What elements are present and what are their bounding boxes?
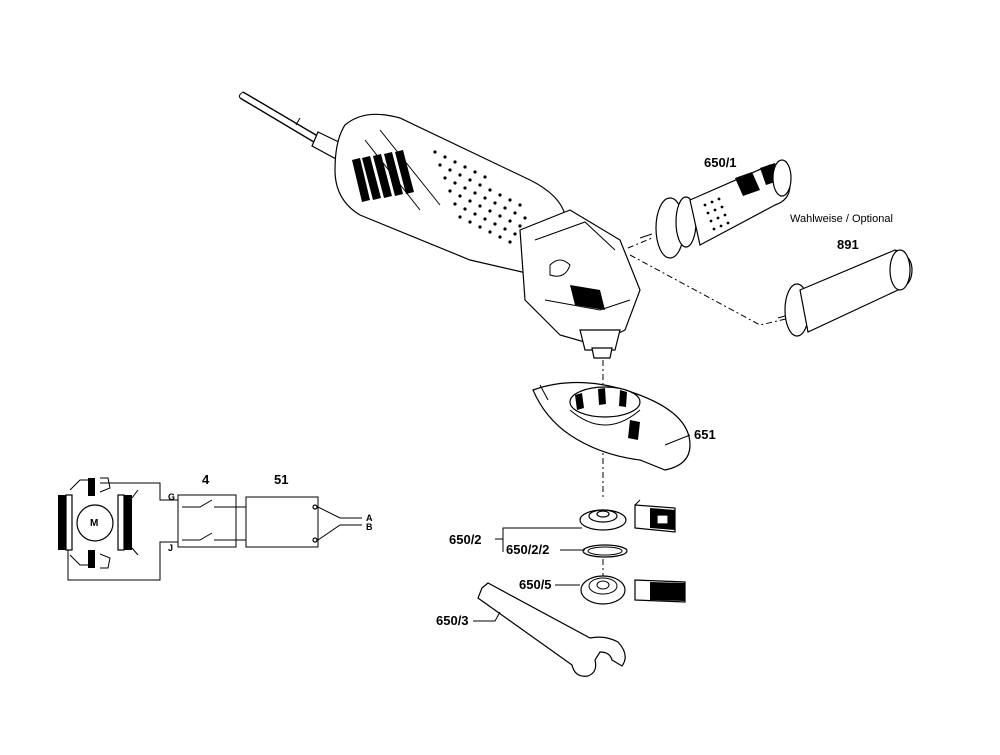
handle-grip-texture bbox=[703, 197, 730, 231]
optional-handle-891 bbox=[777, 249, 913, 337]
label-650-5: 650/5 bbox=[519, 577, 552, 592]
terminal-g-label: G bbox=[168, 492, 176, 502]
o-ring-650-2-2 bbox=[582, 544, 628, 558]
wheel-guard-651 bbox=[532, 381, 691, 471]
power-cord bbox=[238, 91, 346, 161]
label-650-3: 650/3 bbox=[436, 613, 469, 628]
terminal-a-label: A bbox=[366, 513, 373, 523]
label-4: 4 bbox=[202, 472, 210, 487]
auxiliary-handle-650-1 bbox=[639, 159, 792, 259]
label-650-1: 650/1 bbox=[704, 155, 737, 170]
spanner-wrench-650-3 bbox=[477, 582, 626, 677]
label-650-2: 650/2 bbox=[449, 532, 482, 547]
label-51: 51 bbox=[274, 472, 289, 487]
motor-symbol-label: M bbox=[90, 518, 99, 529]
clamping-nut-650-5 bbox=[580, 575, 686, 605]
mounting-flange-650-2 bbox=[579, 499, 676, 533]
angle-grinder bbox=[334, 113, 641, 359]
wiring-schematic bbox=[58, 477, 362, 581]
leader-lines bbox=[473, 434, 691, 622]
grip-texture bbox=[433, 150, 527, 244]
terminal-j-label: J bbox=[168, 543, 174, 553]
vent-slots bbox=[352, 150, 414, 202]
label-891: 891 bbox=[837, 237, 859, 252]
label-650-2-2: 650/2/2 bbox=[506, 542, 550, 557]
label-651: 651 bbox=[694, 427, 716, 442]
optional-note: Wahlweise / Optional bbox=[790, 213, 893, 225]
terminal-b-label: B bbox=[366, 522, 373, 532]
